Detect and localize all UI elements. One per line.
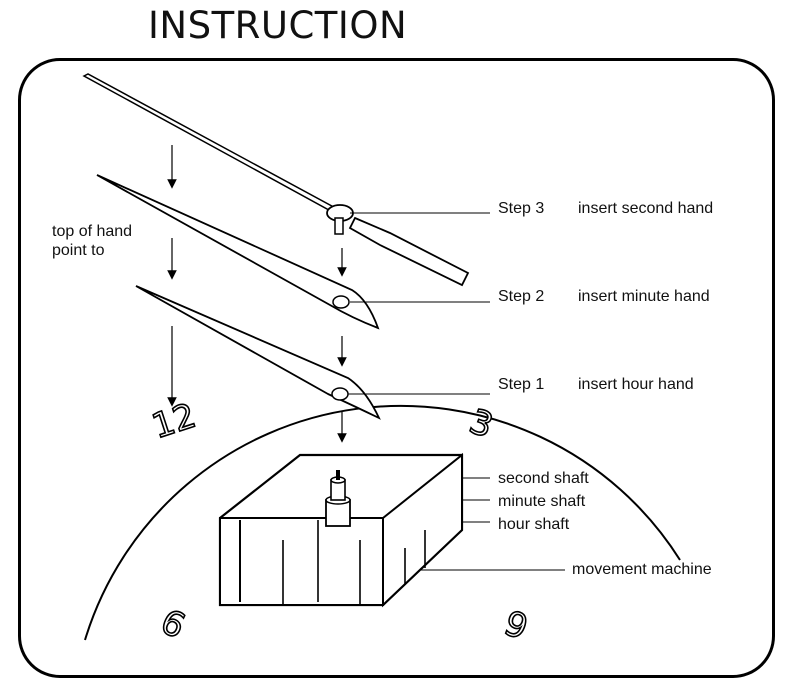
movement-machine-label: movement machine <box>572 561 712 578</box>
movement-machine <box>218 452 464 608</box>
direction-arrows <box>167 145 347 443</box>
step-3-number: Step 3 <box>498 200 545 217</box>
step-2-label: Step 2 insert minute hand <box>498 288 710 306</box>
clock-face-arc <box>84 404 681 641</box>
step-3-text: insert second hand <box>578 200 714 217</box>
hand-note-line-1: top of hand <box>52 223 133 240</box>
minute-hand <box>96 174 380 330</box>
step-1-label: Step 1 insert hour hand <box>498 376 694 394</box>
dial-number-6: 6 <box>500 601 534 646</box>
dial-number-12: 12 <box>147 396 201 447</box>
instruction-title: INSTRUCTION <box>148 4 408 47</box>
step-1-number: Step 1 <box>498 376 545 393</box>
dial-number-9: 9 <box>156 599 193 644</box>
hand-note-line-2: point to <box>52 242 105 259</box>
minute-shaft-label: minute shaft <box>498 493 586 510</box>
step-2-number: Step 2 <box>498 288 545 305</box>
second-shaft-label: second shaft <box>498 470 589 487</box>
hour-shaft-label: hour shaft <box>498 516 570 533</box>
hand-direction-note: top of hand point to <box>52 222 132 260</box>
dial-number-3: 3 <box>464 401 498 446</box>
second-hand <box>82 73 470 287</box>
step-1-text: insert hour hand <box>578 376 694 393</box>
step-2-text: insert minute hand <box>578 288 710 305</box>
step-3-label: Step 3 insert second hand <box>498 200 713 218</box>
clock-assembly-diagram: 12 3 9 6 <box>82 73 681 647</box>
